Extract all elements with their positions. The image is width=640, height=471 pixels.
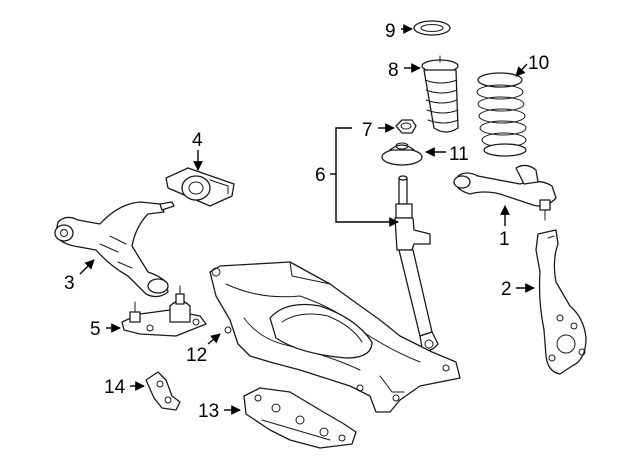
- front-crossmember: [209, 261, 461, 413]
- callout-1: 1: [499, 229, 510, 250]
- callout-8: 8: [388, 60, 399, 81]
- callout-leaders: [79, 24, 535, 415]
- lower-ball-joint: [121, 285, 207, 337]
- lower-arm-bushing: [165, 167, 235, 207]
- callout-labels: 9 8 10 7 11 6 1 2 4 3 5 14 12 13: [64, 21, 549, 422]
- callout-7: 7: [362, 120, 373, 141]
- steering-knuckle: [535, 229, 587, 375]
- bump-stop-boot: [421, 55, 459, 133]
- callout-14: 14: [104, 377, 126, 398]
- callout-11: 11: [449, 144, 469, 165]
- spring-insulator-ring: [413, 20, 451, 36]
- callout-10: 10: [528, 53, 549, 74]
- strut-mount: [381, 142, 423, 166]
- callout-12: 12: [186, 345, 207, 366]
- strut-nut: [395, 119, 417, 134]
- callout-13: 13: [198, 401, 219, 422]
- lower-control-arm: [54, 201, 175, 298]
- small-mounting-bracket: [145, 371, 181, 411]
- callout-3: 3: [64, 273, 75, 294]
- callout-2: 2: [501, 279, 512, 300]
- callout-9: 9: [385, 21, 396, 42]
- callout-6: 6: [315, 165, 326, 186]
- callout-4: 4: [192, 130, 203, 151]
- shock-absorber: [394, 175, 439, 351]
- upper-control-arm: [453, 164, 557, 221]
- under-cover-plate: [243, 387, 357, 449]
- callout-5: 5: [90, 319, 101, 340]
- coil-spring: [476, 72, 527, 157]
